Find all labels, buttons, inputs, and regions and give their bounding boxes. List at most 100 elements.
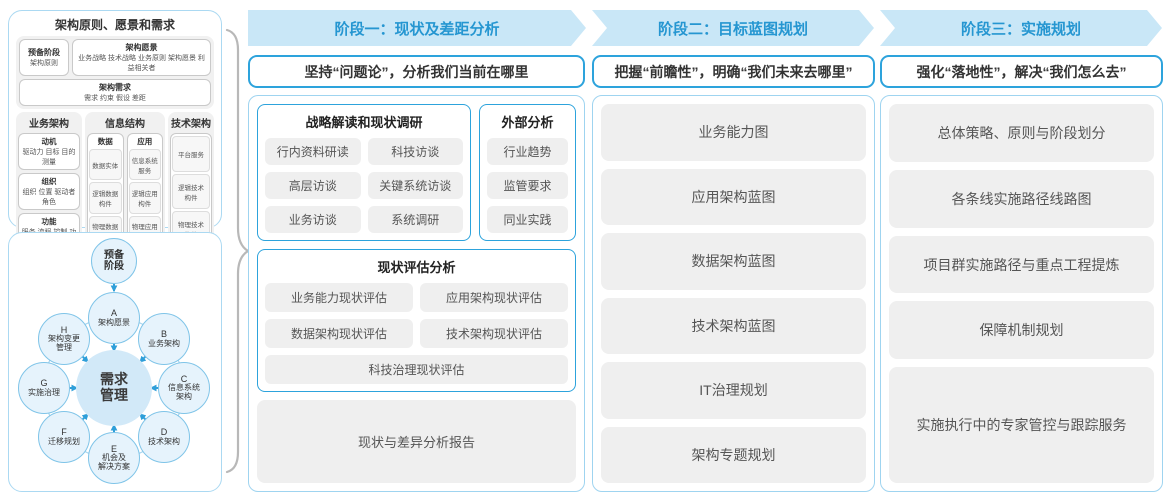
motivation-box: 动机 驱动力 目标 目的 测量 <box>18 133 80 170</box>
phase2-item: 业务能力图 <box>601 104 866 161</box>
assessment-item: 业务能力现状评估 <box>265 283 413 312</box>
technology-architecture-title: 技术架构 <box>171 119 211 130</box>
data-title: 数据 <box>97 137 113 146</box>
external-analysis-title: 外部分析 <box>501 115 554 130</box>
strategy-research-title: 战略解读和现状调研 <box>305 115 423 130</box>
assessment-item: 数据架构现状评估 <box>265 319 413 348</box>
node-label: 迁移规划 <box>48 436 80 446</box>
node-f-migration-planning: F 迁移规划 <box>38 411 90 463</box>
phase1-subtitle: 坚持“问题论”，分析我们当前在哪里 <box>248 55 585 88</box>
preliminary-phase-node: 预备 阶段 <box>91 238 137 284</box>
phase3-item: 实施执行中的专家管控与跟踪服务 <box>889 367 1154 483</box>
assessment-item: 科技治理现状评估 <box>265 355 568 384</box>
node-h-architecture-change-management: H 架构变更 管理 <box>38 313 90 365</box>
current-assessment-title: 现状评估分析 <box>377 260 456 275</box>
phase3-header: 阶段三：实施规划 <box>880 10 1162 46</box>
strategy-item: 科技访谈 <box>367 138 463 165</box>
architecture-framework-panel: 架构原则、愿景和需求 预备阶段 架构原则 架构愿景 业务战略 技术战略 业务原则… <box>8 10 222 300</box>
node-b-business-architecture: B 业务架构 <box>138 313 190 365</box>
phase3-panel: 总体策略、原则与阶段划分 各条线实施路径线路图 项目群实施路径与重点工程提炼 保… <box>880 95 1163 492</box>
organization-sub: 组织 位置 驱动者 角色 <box>22 189 76 206</box>
node-g-implementation-governance: G 实施治理 <box>18 362 70 414</box>
phase-banner: 阶段一：现状及差距分析 阶段二：目标蓝图规划 阶段三：实施规划 <box>248 10 1162 46</box>
preliminary-phase-box: 预备阶段 架构原则 <box>19 39 69 76</box>
phase2-header: 阶段二：目标蓝图规划 <box>592 10 874 46</box>
phase2-subtitle: 把握“前瞻性”，明确“我们未来去哪里” <box>592 55 875 88</box>
preliminary-phase-title: 预备阶段 <box>28 48 60 57</box>
node-d-technology-architecture: D 技术架构 <box>138 411 190 463</box>
architecture-vision-title: 架构愿景 <box>125 43 158 52</box>
node-letter: E <box>110 444 117 454</box>
data-item: 数据实体 <box>89 149 122 181</box>
phase2-item: 应用架构蓝图 <box>601 168 866 225</box>
assessment-item: 应用架构现状评估 <box>420 283 568 312</box>
external-item: 监管要求 <box>487 172 568 199</box>
business-architecture-title: 业务架构 <box>29 119 69 130</box>
strategy-item: 关键系统访谈 <box>367 172 463 199</box>
node-letter: F <box>61 427 67 438</box>
node-letter: G <box>40 378 48 389</box>
architecture-vision-box: 架构愿景 业务战略 技术战略 业务原则 架构愿景 利益相关者 <box>72 39 211 76</box>
architecture-requirements-box: 架构需求 需求 约束 假设 差距 <box>19 79 211 106</box>
phase3-subtitle: 强化“落地性”，解决“我们怎么去” <box>880 55 1163 88</box>
framework-title: 架构原则、愿景和需求 <box>54 18 175 32</box>
phase3-item: 项目群实施路径与重点工程提炼 <box>889 235 1154 294</box>
node-letter: D <box>160 427 168 438</box>
assessment-item: 技术架构现状评估 <box>420 319 568 348</box>
phase3-item: 保障机制规划 <box>889 301 1154 360</box>
node-label: 实施治理 <box>28 387 60 397</box>
node-letter: C <box>180 374 188 384</box>
node-label: 架构变更 管理 <box>48 334 80 353</box>
node-label: 信息系统 架构 <box>168 383 200 402</box>
technology-item: 平台服务 <box>172 136 210 172</box>
brace <box>225 28 250 474</box>
application-item: 逻辑应用 构件 <box>128 182 161 214</box>
vision-requirements-group: 预备阶段 架构原则 架构愿景 业务战略 技术战略 业务原则 架构愿景 利益相关者… <box>16 36 214 109</box>
strategy-item: 行内资料研读 <box>265 138 361 165</box>
motivation-title: 动机 <box>41 137 57 146</box>
architecture-vision-sub: 业务战略 技术战略 业务原则 架构愿景 利益相关者 <box>78 55 205 72</box>
organization-box: 组织 组织 位置 驱动者 角色 <box>18 173 80 210</box>
architecture-requirements-sub: 需求 约束 假设 差距 <box>84 95 146 102</box>
phase2-panel: 业务能力图 应用架构蓝图 数据架构蓝图 技术架构蓝图 IT治理规划 架构专题规划 <box>592 95 875 492</box>
adm-cycle-panel: 预备 阶段 需求 管理 A 架构愿景 B 业务架构 C 信息系统 架构 D 技术… <box>8 232 222 492</box>
node-label: 机会及 解决方案 <box>98 453 130 472</box>
organization-title: 组织 <box>41 177 57 186</box>
external-item: 行业趋势 <box>487 138 568 165</box>
node-label: 业务架构 <box>148 338 180 348</box>
function-title: 功能 <box>41 217 57 226</box>
phase3-item: 各条线实施路径线路图 <box>889 169 1154 228</box>
node-label: 架构愿景 <box>98 317 130 327</box>
motivation-sub: 驱动力 目标 目的 测量 <box>22 149 76 166</box>
architecture-requirements-title: 架构需求 <box>99 83 131 92</box>
information-structure-title: 信息结构 <box>105 119 145 130</box>
node-label: 技术架构 <box>148 436 180 446</box>
requirements-management-node: 需求 管理 <box>76 350 152 426</box>
node-c-information-systems-architecture: C 信息系统 架构 <box>158 362 210 414</box>
strategy-item: 系统调研 <box>367 206 463 233</box>
phase1-header: 阶段一：现状及差距分析 <box>248 10 586 46</box>
node-letter: B <box>160 329 167 340</box>
application-title: 应用 <box>137 137 153 146</box>
preliminary-phase-sub: 架构原则 <box>30 60 58 67</box>
phase1-panel: 战略解读和现状调研 行内资料研读 科技访谈 高层访谈 关键系统访谈 业务访谈 系… <box>248 95 585 492</box>
phase2-item: 技术架构蓝图 <box>601 297 866 354</box>
application-subcolumn: 应用 信息系统 服务 逻辑应用 构件 物理应用 构件 <box>126 133 163 250</box>
strategy-item: 高层访谈 <box>265 172 361 199</box>
external-item: 同业实践 <box>487 206 568 233</box>
technology-items: 平台服务 逻辑技术 构件 物理技术 构件 <box>170 133 212 250</box>
technology-item: 逻辑技术 构件 <box>172 173 210 210</box>
node-a-architecture-vision: A 架构愿景 <box>88 292 140 344</box>
application-item: 信息系统 服务 <box>128 149 161 181</box>
business-architecture-column: 业务架构 动机 驱动力 目标 目的 测量 组织 组织 位置 驱动者 角色 功能 … <box>16 112 82 253</box>
node-letter: H <box>60 325 68 335</box>
node-e-opportunities-solutions: E 机会及 解决方案 <box>88 432 140 484</box>
node-letter: A <box>110 308 117 319</box>
phase2-item: 数据架构蓝图 <box>601 233 866 290</box>
technology-architecture-column: 技术架构 平台服务 逻辑技术 构件 物理技术 构件 <box>168 112 214 253</box>
gap-analysis-report-box: 现状与差异分析报告 <box>257 400 576 483</box>
phase2-item: IT治理规划 <box>601 362 866 419</box>
strategy-research-box: 战略解读和现状调研 行内资料研读 科技访谈 高层访谈 关键系统访谈 业务访谈 系… <box>257 104 471 241</box>
strategy-item: 业务访谈 <box>265 206 361 233</box>
phase2-item: 架构专题规划 <box>601 426 866 483</box>
